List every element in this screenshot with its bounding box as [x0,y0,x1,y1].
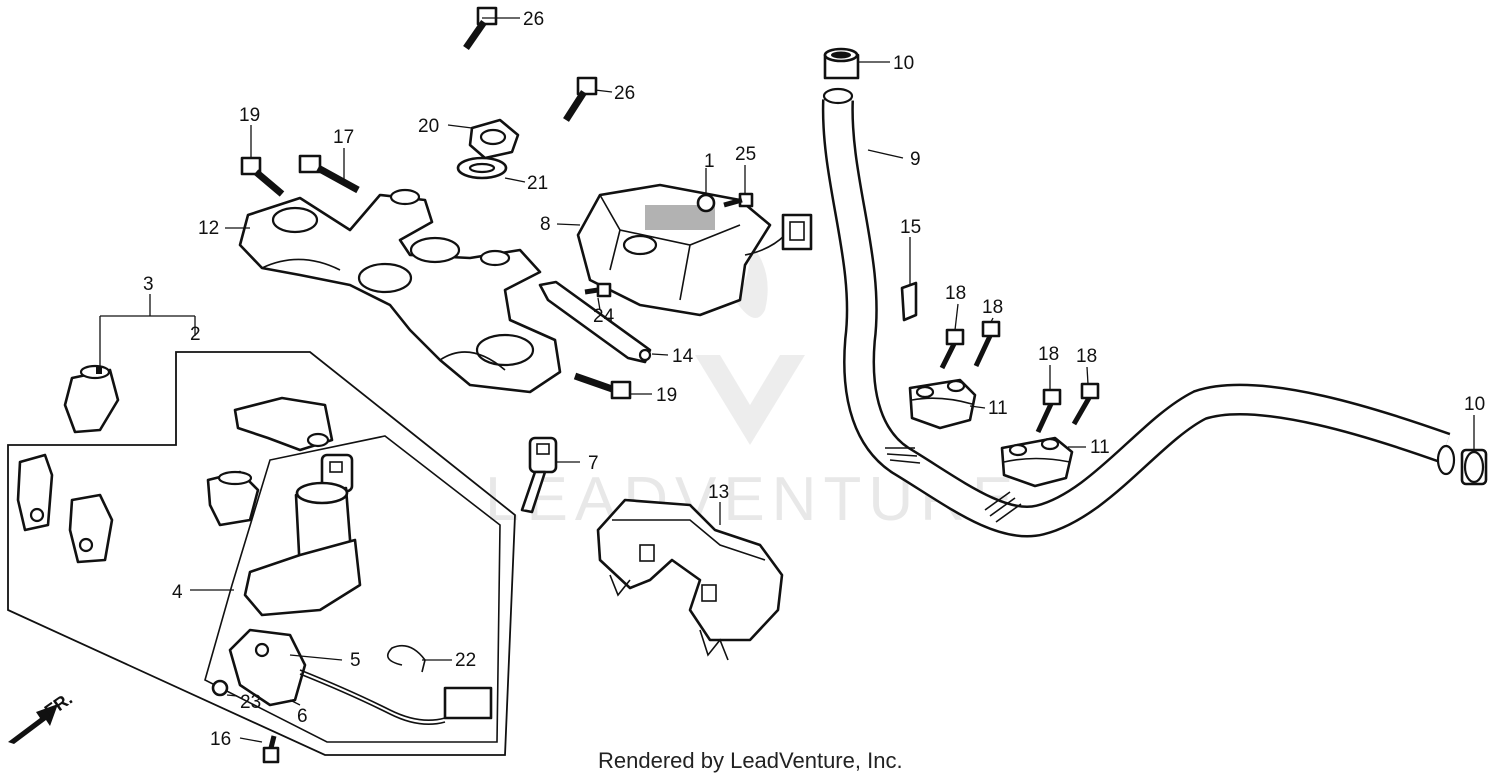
ignition-key [520,436,558,514]
handlebar-holder-upper [908,378,977,430]
callout-11-upper: 11 [988,398,1008,419]
callout-19-upper: 19 [239,105,260,126]
handlebar-holder-lower [1000,436,1074,488]
callout-12: 12 [198,218,219,239]
switch-cover [596,498,784,661]
wire-band [386,644,426,673]
washer [456,156,508,180]
bar-end-cap-top [823,47,860,80]
bolt-17 [298,154,360,194]
bar-end-cap-right [1460,448,1488,486]
callout-8: 8 [540,214,551,235]
bolt-26-upper [463,6,498,50]
callout-13: 13 [708,482,729,503]
callout-25: 25 [735,144,756,165]
bolt-19-lower [573,372,632,400]
render-credit: Rendered by LeadVenture, Inc. [598,748,903,773]
screw-24 [584,282,612,298]
callout-26-upper: 26 [523,9,544,30]
ignition-subgroup-bracket [204,435,501,743]
callout-7: 7 [588,453,599,474]
leader-lines [99,17,1475,743]
callout-18-d: 18 [1076,346,1097,367]
stay-bracket [538,280,652,364]
contact-base [228,628,493,725]
bolt-26-lower [563,76,598,122]
callout-10-top: 10 [893,53,914,74]
callout-4: 4 [172,582,183,603]
screw-1 [696,193,716,213]
callout-labels: 1 2 3 4 5 6 7 8 9 10 10 11 11 12 13 14 1… [143,9,1485,750]
screw-23 [211,679,229,697]
bolt-19-upper [240,156,285,197]
callout-18-c: 18 [1038,344,1059,365]
meter-cover [576,183,813,317]
callout-20: 20 [418,116,439,137]
callout-11-lower: 11 [1090,437,1110,458]
callout-22: 22 [455,650,476,671]
seat-lock [233,396,334,452]
stem-nut [468,118,520,160]
holder-bolts [939,320,1100,434]
callout-18-a: 18 [945,283,966,304]
screw-25 [723,192,754,208]
wire-clip [900,281,918,322]
callout-1: 1 [704,151,715,172]
callout-3: 3 [143,274,154,295]
callout-6: 6 [297,706,308,727]
switch-knobs [16,453,114,564]
handlebar [821,87,1456,538]
callout-21: 21 [527,173,548,194]
callout-26-lower: 26 [614,83,635,104]
callout-16: 16 [210,729,231,750]
ignition-group-bracket [7,351,516,756]
ignition-switch [243,453,362,617]
callout-10-right: 10 [1464,394,1485,415]
callout-2: 2 [190,324,201,345]
callout-24: 24 [593,306,615,327]
callout-23: 23 [240,692,261,713]
callout-19-lower: 19 [656,385,677,406]
callout-15: 15 [900,217,921,238]
lock-cylinder [63,364,120,434]
callout-17: 17 [333,127,354,148]
callout-18-b: 18 [982,297,1003,318]
callout-5: 5 [350,650,361,671]
rubber-boot [206,470,260,527]
callout-9: 9 [910,149,921,170]
top-bridge [238,188,562,394]
screw-16 [262,735,280,764]
callout-14: 14 [672,346,694,367]
front-direction-arrow: FR. [8,688,76,744]
